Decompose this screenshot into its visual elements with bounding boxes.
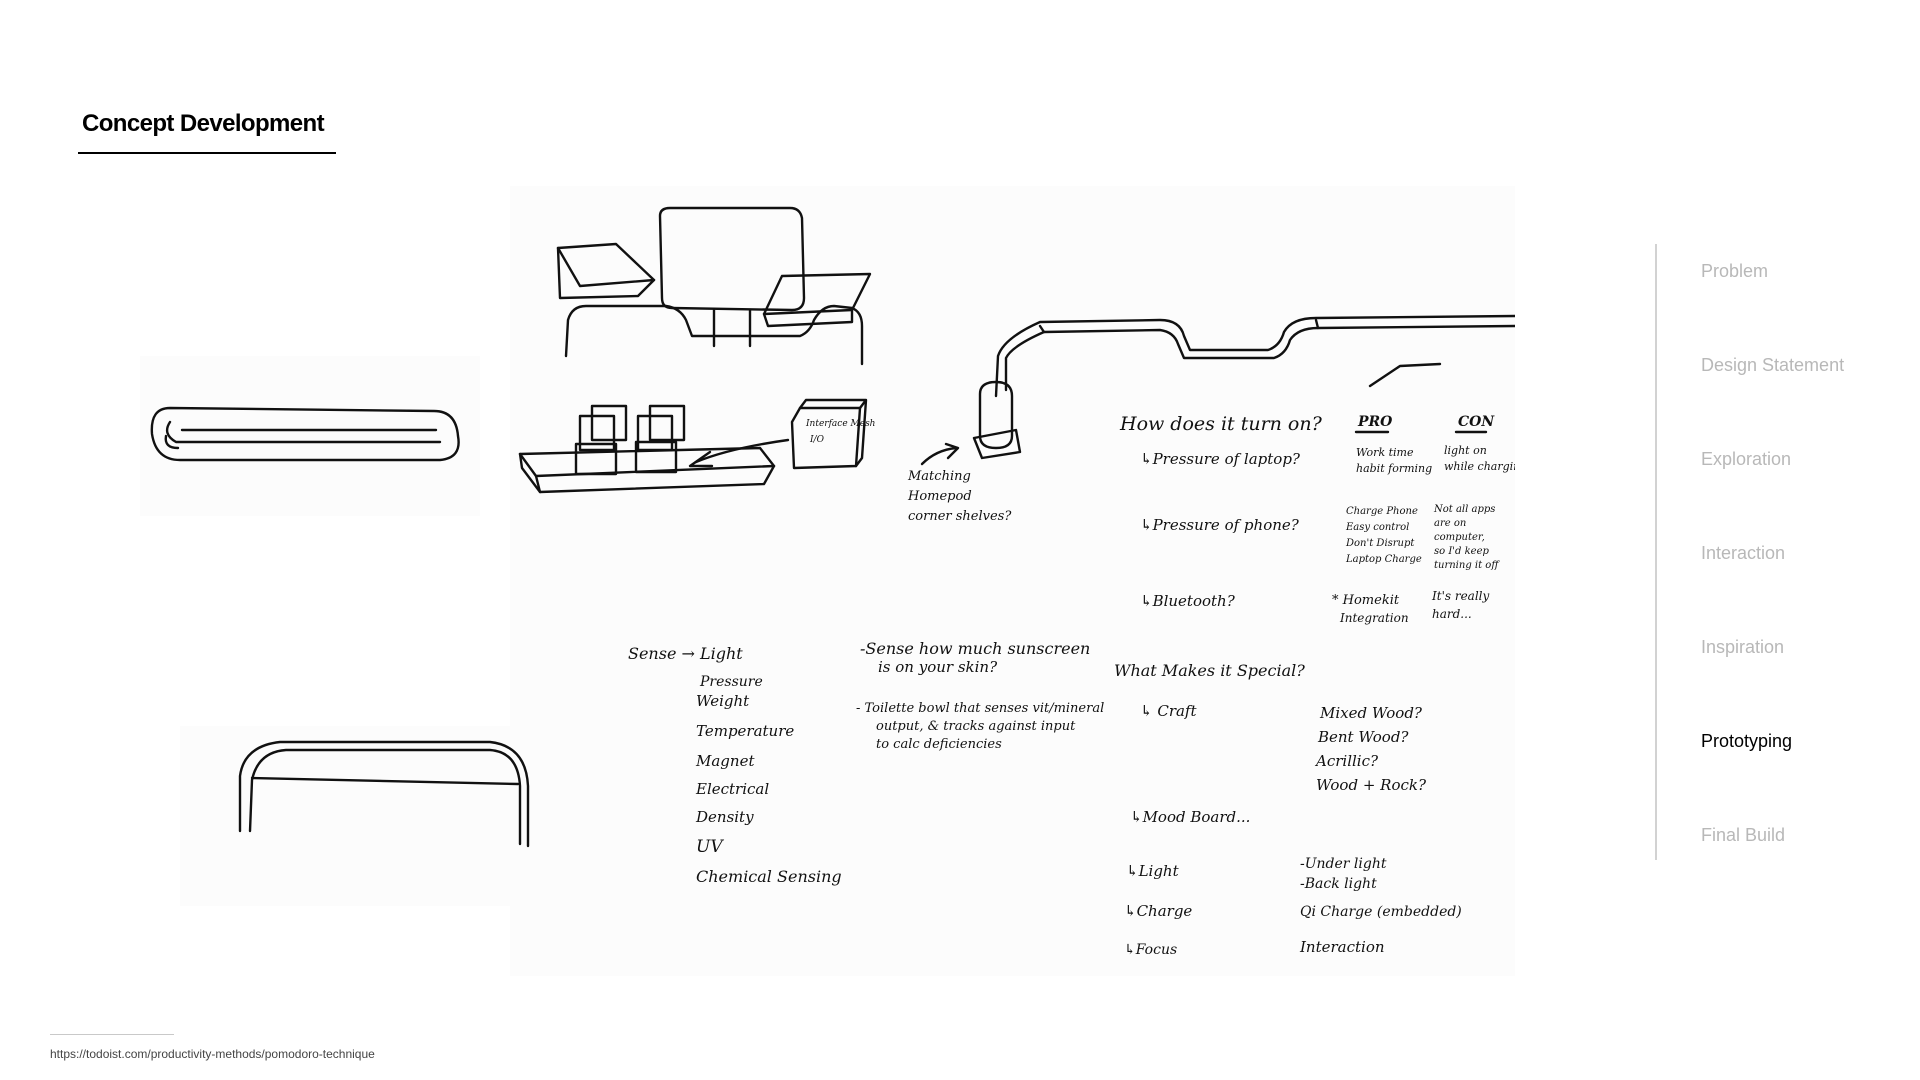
sense-lead: Sense → Light [628,644,743,663]
con-header: CON [1458,414,1495,430]
bluetooth-con-2: hard... [1432,607,1472,621]
special-heading: What Makes it Special? [1114,661,1305,680]
skin-note-3: - Toilette bowl that senses vit/mineral [856,701,1104,716]
box-label-2: I/O [809,435,825,445]
sense-item-6: Density [695,808,754,826]
bluetooth-con-1: It's really [1431,589,1490,603]
laptop-con-2: while charging [1444,460,1515,473]
bluetooth-pro-2: Integration [1339,611,1409,625]
tray-cubes-sketch [518,404,776,494]
note-matching-2: Homepod [907,489,972,504]
wavy-shelf-sketch [994,314,1515,398]
footnote-link[interactable]: https://todoist.com/productivity-methods… [50,1047,375,1061]
nav-item-inspiration[interactable]: Inspiration [1701,637,1785,657]
skin-note-2: is on your skin? [878,658,998,676]
monitor-shelf-sketch [556,206,872,366]
nav-item-interaction[interactable]: Interaction [1701,543,1786,563]
box-label-1: Interface Mesh [805,419,875,429]
bent-bench-sketch [238,740,530,848]
phone-pro-2: Easy control [1345,522,1409,533]
nav-item-problem[interactable]: Problem [1701,261,1769,281]
turn-on-notes: How does it turn on? PRO CON ↳Pressure o… [1119,413,1515,625]
feature-focus: ↳Focus [1124,942,1177,958]
feature-light-1: -Under light [1300,856,1387,872]
skin-note-5: to calc deficiencies [876,737,1002,752]
phone-con-1: Not all apps [1433,504,1495,515]
sense-notes: Sense → Light Pressure Weight Temperatur… [628,644,842,886]
sense-item-2: Weight [696,692,750,710]
sense-item-7: UV [696,837,724,857]
note-matching-1: Matching [907,469,971,484]
feature-charge-1: Qi Charge (embedded) [1300,904,1462,920]
sense-item-4: Magnet [695,752,755,770]
pro-header: PRO [1357,414,1393,430]
turn-on-heading: How does it turn on? [1119,413,1323,435]
sketch-drawing: Interface Mesh I/O Matching Homepod cor [140,186,1515,976]
option-phone: ↳Pressure of phone? [1140,516,1300,534]
phone-pro-3: Don't Disrupt [1345,538,1415,549]
loop-shelf-sketch [150,406,460,462]
sense-item-5: Electrical [695,780,769,798]
feature-light-2: -Back light [1300,876,1377,892]
title-underline [78,152,336,154]
material-3: Acrillic? [1314,752,1379,770]
phone-pro-1: Charge Phone [1346,506,1418,517]
skin-notes: -Sense how much sunscreen is on your ski… [856,639,1104,752]
material-4: Wood + Rock? [1316,776,1427,794]
sense-item-1: Pressure [699,674,763,690]
option-bluetooth: ↳Bluetooth? [1140,592,1236,610]
nav-item-exploration[interactable]: Exploration [1701,449,1792,469]
bluetooth-pro-1: * Homekit [1332,593,1400,608]
sense-item-8: Chemical Sensing [696,867,842,886]
laptop-pro-2: habit forming [1356,462,1432,475]
material-2: Bent Wood? [1317,728,1409,746]
feature-light: ↳Light [1126,862,1180,880]
phone-con-2: are on [1434,518,1466,529]
mood-board: ↳Mood Board... [1130,808,1250,826]
section-nav: Problem Design Statement Exploration Int… [1655,244,1887,860]
sketch-paper-left-top [140,356,480,516]
laptop-con-1: light on [1444,444,1487,457]
special-notes: What Makes it Special? ↳ Craft Mixed Woo… [1114,661,1462,958]
skin-note-1: -Sense how much sunscreen [860,639,1090,658]
material-1: Mixed Wood? [1319,704,1423,722]
nav-item-design-statement[interactable]: Design Statement [1701,355,1845,375]
nav-item-prototyping[interactable]: Prototyping [1701,731,1793,751]
concept-sketch: Interface Mesh I/O Matching Homepod cor [140,186,1515,976]
option-laptop: ↳Pressure of laptop? [1140,450,1301,468]
sketch-paper-left-bottom [180,726,570,906]
note-matching-3: corner shelves? [908,509,1012,524]
sense-item-3: Temperature [696,722,794,740]
phone-con-3: computer, [1434,532,1485,543]
feature-charge: ↳Charge [1124,902,1192,920]
footnote-rule [50,1034,174,1035]
interface-box-sketch: Interface Mesh I/O [688,398,875,470]
phone-con-4: so I'd keep [1434,546,1490,557]
skin-note-4: output, & tracks against input [876,719,1076,734]
phone-con-5: turning it off [1434,560,1500,571]
craft-label: ↳ Craft [1140,702,1197,720]
laptop-pro-1: Work time [1356,446,1414,459]
phone-pro-4: Laptop Charge [1345,554,1422,565]
homepod-sketch: Matching Homepod corner shelves? [907,380,1022,524]
page-title: Concept Development [82,110,325,137]
nav-item-final-build[interactable]: Final Build [1701,825,1786,845]
feature-focus-1: Interaction [1299,938,1385,956]
